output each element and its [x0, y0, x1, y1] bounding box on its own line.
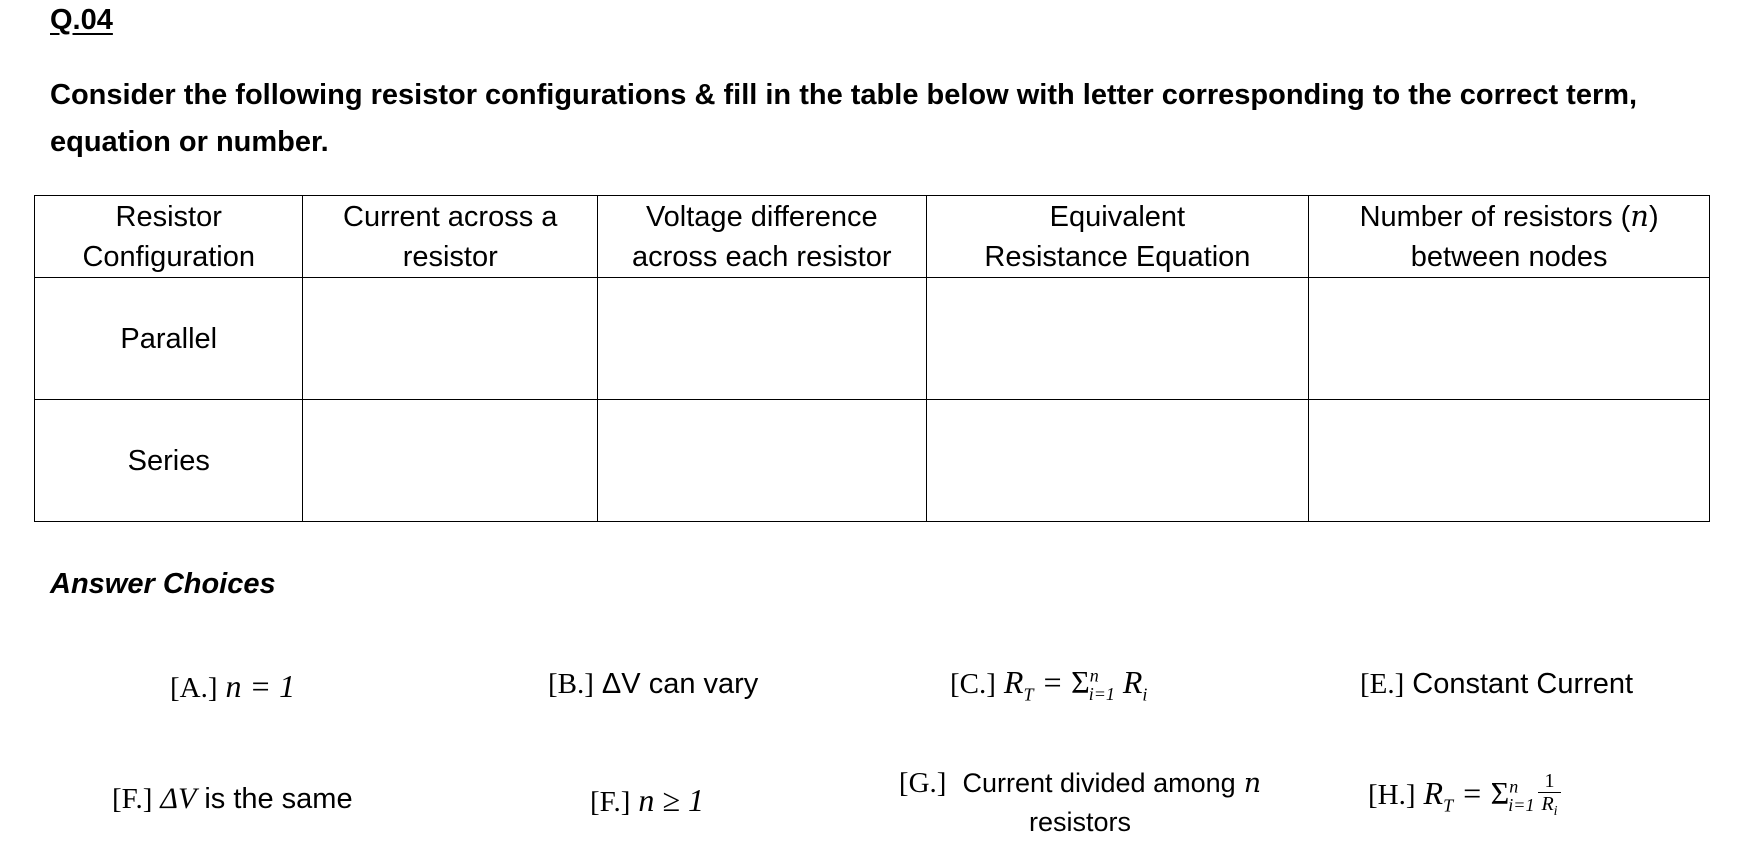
- header-configuration-line1: Resistor: [115, 200, 222, 233]
- choice-h-sum-sup: n: [1509, 776, 1519, 797]
- header-configuration: Resistor Configuration: [33, 195, 304, 278]
- cell-series-number[interactable]: [1308, 399, 1710, 522]
- choice-b-text: ΔV can vary: [601, 668, 759, 700]
- header-current-line1: Current across a: [343, 200, 558, 233]
- choice-h-sum-symbol: Σ: [1490, 774, 1510, 811]
- choice-g-text: Current divided among: [962, 768, 1236, 798]
- choice-c-term: R: [1122, 664, 1143, 700]
- header-number: Number of resistors (n) between nodes: [1308, 195, 1710, 278]
- cell-parallel-voltage[interactable]: [596, 277, 927, 400]
- header-configuration-line2: Configuration: [82, 240, 255, 273]
- choice-f1-var: ΔV: [160, 782, 197, 815]
- header-number-line2: between nodes: [1410, 241, 1608, 273]
- cell-series-voltage[interactable]: [596, 399, 927, 522]
- choice-h-frac-num: 1: [1538, 770, 1561, 793]
- header-number-var: n: [1630, 199, 1649, 233]
- cell-series-equivalent[interactable]: [925, 399, 1310, 522]
- question-number: Q.04: [50, 4, 113, 36]
- header-number-prefix: Number of resistors (: [1359, 201, 1631, 233]
- header-number-suffix: ): [1648, 201, 1659, 233]
- header-voltage-line1: Voltage difference: [645, 200, 878, 233]
- header-equivalent-line1: Equivalent: [1049, 200, 1186, 233]
- choice-e-label: [E.]: [1360, 668, 1405, 700]
- choice-f1-label: [F.]: [112, 783, 153, 815]
- choice-f1-text: is the same: [204, 783, 353, 815]
- header-equivalent: Equivalent Resistance Equation: [925, 195, 1310, 278]
- choice-h-frac-den: R: [1541, 793, 1554, 815]
- choice-c-label: [C.]: [950, 668, 996, 700]
- choice-a-label: [A.]: [170, 672, 218, 704]
- table-row-parallel: Parallel: [33, 277, 1710, 400]
- choice-e: [E.]Constant Current: [1360, 668, 1633, 701]
- resistor-table: Resistor Configuration Current across a …: [33, 195, 1710, 522]
- choice-f-range: [F.]n ≥ 1: [590, 782, 704, 819]
- header-voltage-line2: across each resistor: [632, 240, 892, 273]
- choice-c-sum-sub: i=1: [1088, 684, 1115, 705]
- choice-h-lhs: R: [1423, 774, 1444, 811]
- choice-e-text: Constant Current: [1412, 668, 1634, 700]
- choice-c-term-sub: i: [1142, 684, 1148, 705]
- cell-series-current[interactable]: [302, 399, 598, 522]
- choice-b: [B.]ΔV can vary: [548, 668, 758, 701]
- answer-choices-title: Answer Choices: [50, 568, 276, 600]
- choice-c: [C.]RT = Σni=1 Ri: [950, 664, 1148, 705]
- choice-h-lhs-sub: T: [1443, 795, 1454, 816]
- choice-b-label: [B.]: [548, 668, 594, 700]
- row-label-parallel: Parallel: [33, 277, 304, 400]
- choice-h-frac-den-sub: i: [1553, 804, 1558, 819]
- choice-h-sum-sub: i=1: [1508, 795, 1535, 816]
- table-header-row: Resistor Configuration Current across a …: [33, 195, 1710, 278]
- choice-c-sum-symbol: Σ: [1071, 664, 1090, 700]
- choice-a-expr: n = 1: [225, 668, 296, 704]
- instructions-text: Consider the following resistor configur…: [50, 79, 1638, 158]
- header-equivalent-line2: Resistance Equation: [984, 240, 1251, 273]
- header-voltage: Voltage difference across each resistor: [596, 195, 927, 278]
- choice-g: [G.] Current divided among n resistors: [890, 764, 1270, 841]
- choice-a: [A.]n = 1: [170, 668, 295, 705]
- header-current: Current across a resistor: [302, 195, 598, 278]
- choice-c-sum-sup: n: [1089, 665, 1099, 686]
- choice-c-lhs-sub: T: [1023, 684, 1034, 705]
- choice-f2-label: [F.]: [590, 786, 631, 818]
- choice-c-lhs: R: [1003, 664, 1024, 700]
- table-row-series: Series: [33, 399, 1710, 522]
- header-current-line2: resistor: [402, 240, 498, 273]
- choice-g-var: n: [1243, 768, 1262, 799]
- row-label-series: Series: [33, 399, 304, 522]
- choice-g-line2: resistors: [1028, 807, 1131, 837]
- cell-parallel-equivalent[interactable]: [925, 277, 1310, 400]
- choice-f2-expr: n ≥ 1: [638, 782, 704, 818]
- choice-g-label: [G.]: [898, 767, 947, 799]
- cell-parallel-current[interactable]: [302, 277, 598, 400]
- choice-h-label: [H.]: [1368, 778, 1416, 811]
- cell-parallel-number[interactable]: [1308, 277, 1710, 400]
